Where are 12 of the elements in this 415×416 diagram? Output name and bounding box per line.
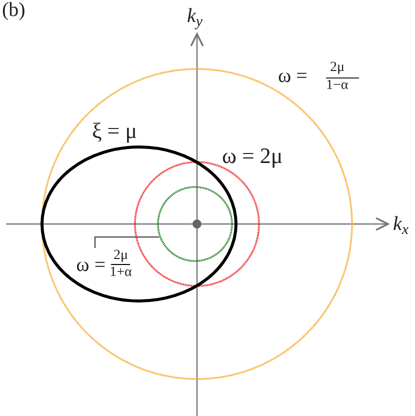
equation-label: ω = (278, 66, 308, 86)
fraction-denominator: 1+α (110, 265, 132, 281)
circle-curve (157, 186, 233, 262)
panel-label: (b) (2, 0, 26, 20)
equation-label: ω = (76, 252, 106, 278)
fraction-numerator: 2μ (111, 248, 130, 265)
equation-label: ω = 2μ (222, 145, 283, 167)
fraction-denominator: 1−α (326, 79, 348, 93)
fraction-numerator: 2μ (330, 61, 345, 75)
leader-line (94, 236, 160, 248)
equation-label: ξ = μ (92, 120, 138, 142)
axis-label: k$_{x}$ (393, 214, 409, 234)
